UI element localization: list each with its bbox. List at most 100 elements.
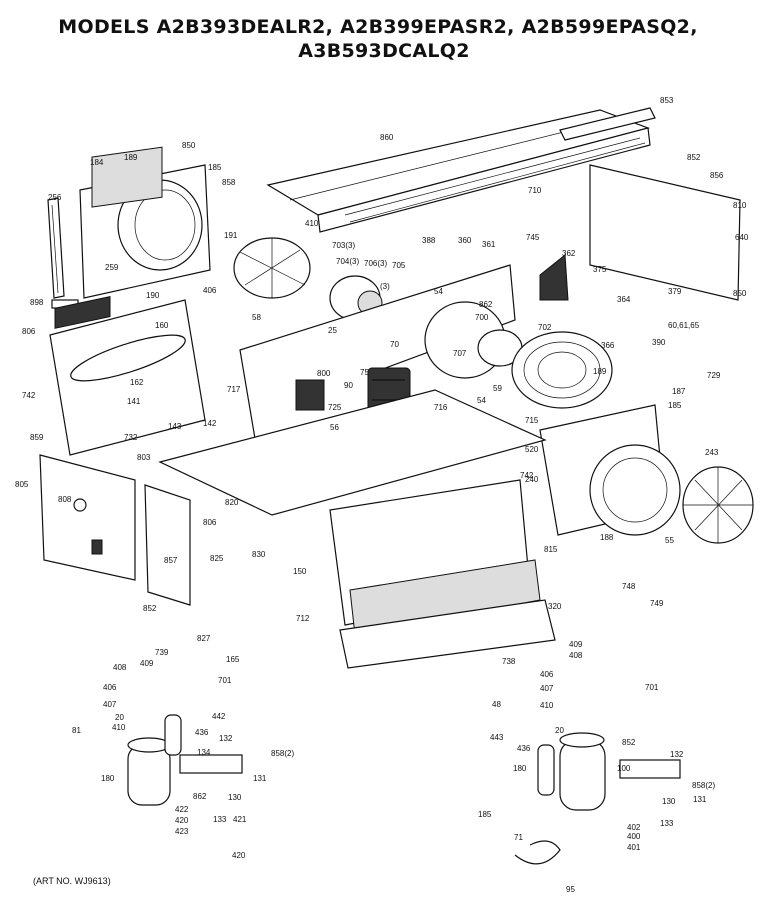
evaporator-coil	[49, 296, 206, 456]
callout-label-150: 150	[293, 567, 307, 576]
callout-label-745: 745	[526, 233, 540, 242]
diagram-title-line-2: A3B593DCALQ2	[298, 40, 470, 62]
callout-label-410: 410	[540, 701, 554, 710]
callout-label-130: 130	[228, 793, 242, 802]
callout-label-705: 705	[392, 261, 406, 270]
callout-label-133: 133	[213, 815, 227, 824]
compressor-left	[127, 714, 243, 806]
callout-label-409: 409	[569, 640, 583, 649]
callout-label-131: 131	[693, 795, 707, 804]
compressor-right	[537, 732, 681, 811]
callout-label-142: 142	[203, 419, 217, 428]
callout-label-55: 55	[665, 536, 674, 545]
callout-label-132: 132	[219, 734, 233, 743]
callout-label-406: 406	[103, 683, 117, 692]
callout-label-857: 857	[164, 556, 178, 565]
callout-label-184: 184	[90, 158, 104, 167]
callout-label-805: 805	[15, 480, 29, 489]
callout-label-191: 191	[224, 231, 238, 240]
callout-label-421: 421	[233, 815, 247, 824]
side-bracket-left	[47, 197, 65, 299]
callout-label-379: 379	[668, 287, 682, 296]
callout-label-401: 401	[627, 843, 641, 852]
callout-label-180: 180	[513, 764, 527, 773]
callout-label-703-3-: 703(3)	[332, 241, 355, 250]
callout-label-749: 749	[650, 599, 664, 608]
callout-label-725: 725	[328, 403, 342, 412]
callout-label-422: 422	[175, 805, 189, 814]
callout-label-185: 185	[208, 163, 222, 172]
callout-label-20: 20	[555, 726, 564, 735]
callout-label-90: 90	[344, 381, 353, 390]
callout-label-852: 852	[143, 604, 157, 613]
condenser-fan	[682, 466, 754, 544]
callout-label-408: 408	[113, 663, 127, 672]
callout-label-360: 360	[458, 236, 472, 245]
callout-label-732: 732	[124, 433, 138, 442]
callout-label-134: 134	[197, 748, 211, 757]
condenser-coil	[539, 404, 681, 536]
callout-label-189: 189	[124, 153, 138, 162]
callout-label-320: 320	[548, 602, 562, 611]
callout-label-706-3-: 706(3)	[364, 259, 387, 268]
callout-label-54: 54	[477, 396, 486, 405]
blower-wheel	[511, 331, 613, 409]
callout-label-862: 862	[479, 300, 493, 309]
callout-label-436: 436	[517, 744, 531, 753]
callout-label-443: 443	[490, 733, 504, 742]
callout-label-856: 856	[710, 171, 724, 180]
callout-label-410: 410	[112, 723, 126, 732]
callout-label-95: 95	[566, 885, 575, 894]
callout-label-160: 160	[155, 321, 169, 330]
callout-label-815: 815	[544, 545, 558, 554]
capillary-tube	[514, 840, 561, 865]
callout-label-48: 48	[492, 700, 501, 709]
callout-label-716: 716	[434, 403, 448, 412]
callout-label-25: 25	[328, 326, 337, 335]
callout-label-402: 402	[627, 823, 641, 832]
callout-label-808: 808	[58, 495, 72, 504]
callout-label-420: 420	[232, 851, 246, 860]
callout-label-739: 739	[155, 648, 169, 657]
callout-label-243: 243	[705, 448, 719, 457]
callout-label-131: 131	[253, 774, 267, 783]
top-rail	[559, 107, 656, 141]
fan-blade	[233, 237, 311, 299]
callout-label-366: 366	[601, 341, 615, 350]
diagram-title-line-1: MODELS A2B393DEALR2, A2B399EPASR2, A2B59…	[58, 16, 698, 38]
callout-label-400: 400	[627, 832, 641, 841]
callout-label-407: 407	[540, 684, 554, 693]
top-cover-panel	[266, 109, 651, 233]
base-pan	[158, 389, 547, 516]
callout-label-702: 702	[538, 323, 552, 332]
callout-label-187: 187	[672, 387, 686, 396]
callout-label-130: 130	[662, 797, 676, 806]
callout-label-898: 898	[30, 298, 44, 307]
callout-label-60-61-65: 60,61,65	[668, 321, 700, 330]
callout-label-852: 852	[622, 738, 636, 747]
callout-label-362: 362	[562, 249, 576, 258]
callout-label-165: 165	[226, 655, 240, 664]
callout-label-738: 738	[502, 657, 516, 666]
callout-label-133: 133	[660, 819, 674, 828]
callout-label-423: 423	[175, 827, 189, 836]
callout-label-190: 190	[146, 291, 160, 300]
callout-label-259: 259	[105, 263, 119, 272]
callout-label-748: 748	[622, 582, 636, 591]
callout-label-100: 100	[617, 764, 631, 773]
callout-label-717: 717	[227, 385, 241, 394]
callout-label-162: 162	[130, 378, 144, 387]
callout-label-58: 58	[252, 313, 261, 322]
callout-label-188: 188	[600, 533, 614, 542]
callout-label-388: 388	[422, 236, 436, 245]
callout-label-742: 742	[22, 391, 36, 400]
fan-shroud-panel	[79, 146, 211, 299]
right-side-panel	[539, 164, 741, 301]
callout-label-56: 56	[330, 423, 339, 432]
callout-label-75: 75	[360, 368, 369, 377]
callout-label-185: 185	[478, 810, 492, 819]
callout-label-820: 820	[225, 498, 239, 507]
callout-label-375: 375	[593, 265, 607, 274]
callout-label-256: 256	[48, 193, 62, 202]
